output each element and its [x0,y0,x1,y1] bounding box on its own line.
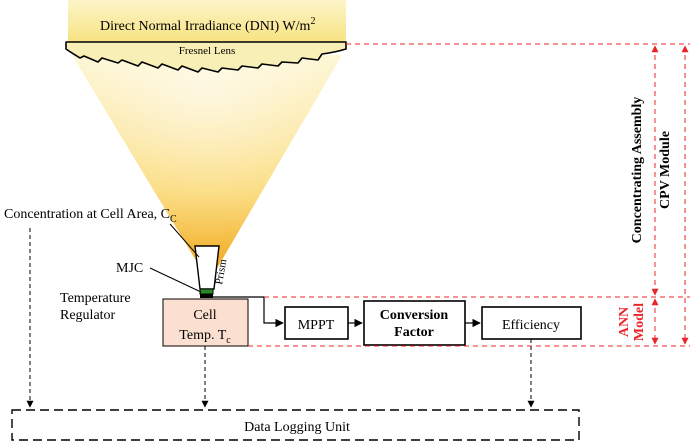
temp-regulator-label-line2: Regulator [60,308,116,323]
cpv-module-label: CPV Module [658,131,673,209]
conversion-factor-box [363,300,466,346]
dni-label-superscript: 2 [310,16,315,27]
efficiency-label: Efficiency [502,318,560,333]
dni-label: Direct Normal Irradiance (DNI) W/m2 [100,16,315,34]
ann-model-label-line2: Model [632,303,647,341]
prism [194,245,220,290]
mppt-box [284,306,349,340]
dni-label-text: Direct Normal Irradiance (DNI) W/m [100,19,311,34]
concentration-pointer [169,223,200,258]
conversion-label-line2: Factor [394,325,434,340]
data-logging-label: Data Logging Unit [244,420,350,435]
fresnel-lens [65,41,347,73]
mjc-pointer [149,267,202,293]
concentrating-assembly-label: Concentrating Assembly [630,97,645,244]
cell-temp-label-text: Temp. T [179,328,226,343]
concentration-label: Concentration at Cell Area, CC [4,207,177,225]
cell-temp-box [162,298,249,347]
conversion-label-line1: Conversion [380,308,449,323]
efficiency-box [481,306,582,340]
mppt-label: MPPT [298,318,335,333]
cell-temp-label-line2: Temp. Tc [179,328,231,346]
mjc-base [200,294,213,298]
light-cone-glow [72,55,342,282]
prism-label: Prism [213,258,229,286]
cell-temp-label-subscript: c [226,335,231,346]
concentration-label-text: Concentration at Cell Area, C [4,207,170,222]
data-logging-box [11,409,580,441]
cell-to-mppt-connector [213,296,284,328]
concentration-label-subscript: C [170,214,177,225]
dni-beam [68,0,346,44]
fresnel-label: Fresnel Lens [179,45,236,57]
temp-regulator-label-line1: Temperature [60,291,131,306]
ann-model-label-line1: ANN [617,307,632,337]
cell-temp-label-line1: Cell [193,308,216,323]
mjc-cell [199,288,214,295]
mjc-label: MJC [116,261,143,276]
